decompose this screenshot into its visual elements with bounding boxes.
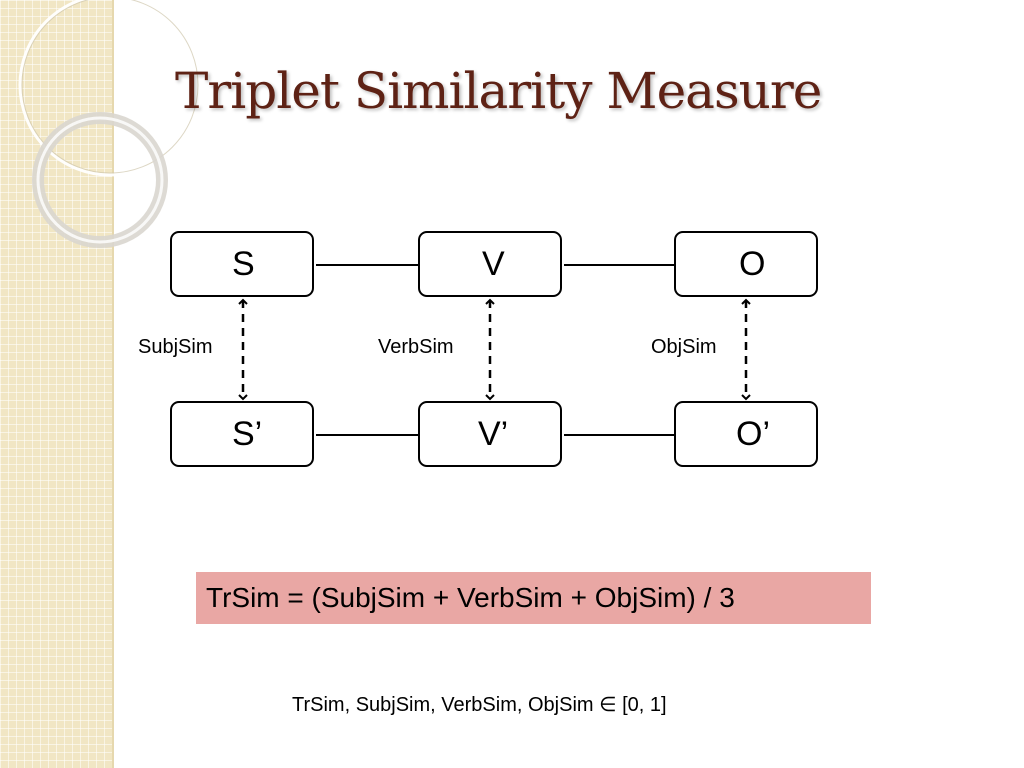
side-panel-edge bbox=[112, 0, 114, 768]
subjsim-label: SubjSim bbox=[138, 336, 213, 358]
node-object-prime-label: O’ bbox=[736, 414, 770, 453]
slide-title: Triplet Similarity Measure bbox=[175, 62, 822, 120]
node-subject: S bbox=[170, 231, 314, 297]
decorative-circles bbox=[18, 0, 200, 248]
node-object-label: O bbox=[739, 244, 766, 283]
formula-box: TrSim = (SubjSim + VerbSim + ObjSim) / 3 bbox=[196, 572, 871, 624]
node-verb-label: V bbox=[482, 244, 505, 283]
node-object: O bbox=[674, 231, 818, 297]
range-note: TrSim, SubjSim, VerbSim, ObjSim ∈ [0, 1] bbox=[292, 694, 667, 716]
formula-text: TrSim = (SubjSim + VerbSim + ObjSim) / 3 bbox=[206, 582, 735, 613]
node-verb: V bbox=[418, 231, 562, 297]
node-verb-prime: V’ bbox=[418, 401, 562, 467]
node-subject-label: S bbox=[232, 244, 255, 283]
objsim-label: ObjSim bbox=[651, 336, 717, 358]
node-subject-prime: S’ bbox=[170, 401, 314, 467]
node-object-prime: O’ bbox=[674, 401, 818, 467]
node-subject-prime-label: S’ bbox=[232, 414, 263, 453]
verbsim-label: VerbSim bbox=[378, 336, 454, 358]
side-decoration-panel bbox=[0, 0, 112, 768]
node-verb-prime-label: V’ bbox=[478, 414, 509, 453]
